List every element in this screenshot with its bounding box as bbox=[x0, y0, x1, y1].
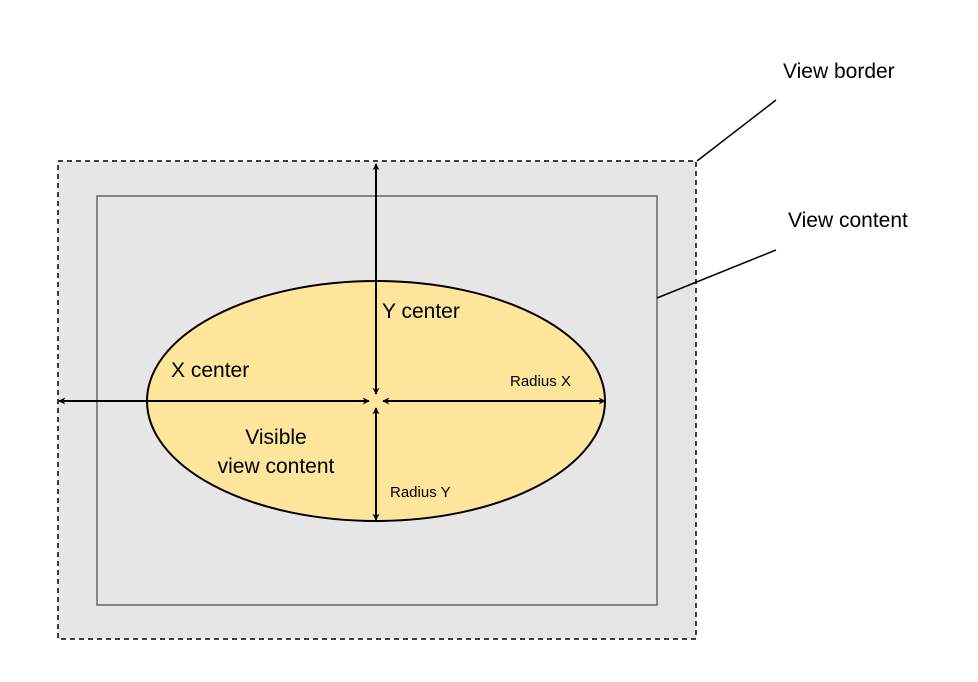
view-border-label: View border bbox=[783, 60, 895, 83]
y-center-label: Y center bbox=[382, 300, 460, 323]
view-content-callout-line bbox=[656, 249, 777, 299]
x-center-label: X center bbox=[171, 359, 249, 382]
view-content-label: View content bbox=[788, 209, 908, 232]
view-border-callout-line bbox=[696, 99, 777, 162]
radius-y-label: Radius Y bbox=[390, 484, 451, 501]
radius-x-label: Radius X bbox=[510, 373, 571, 390]
visible-label-line2: view content bbox=[218, 455, 335, 478]
visible-label-line1: Visible bbox=[245, 426, 306, 449]
